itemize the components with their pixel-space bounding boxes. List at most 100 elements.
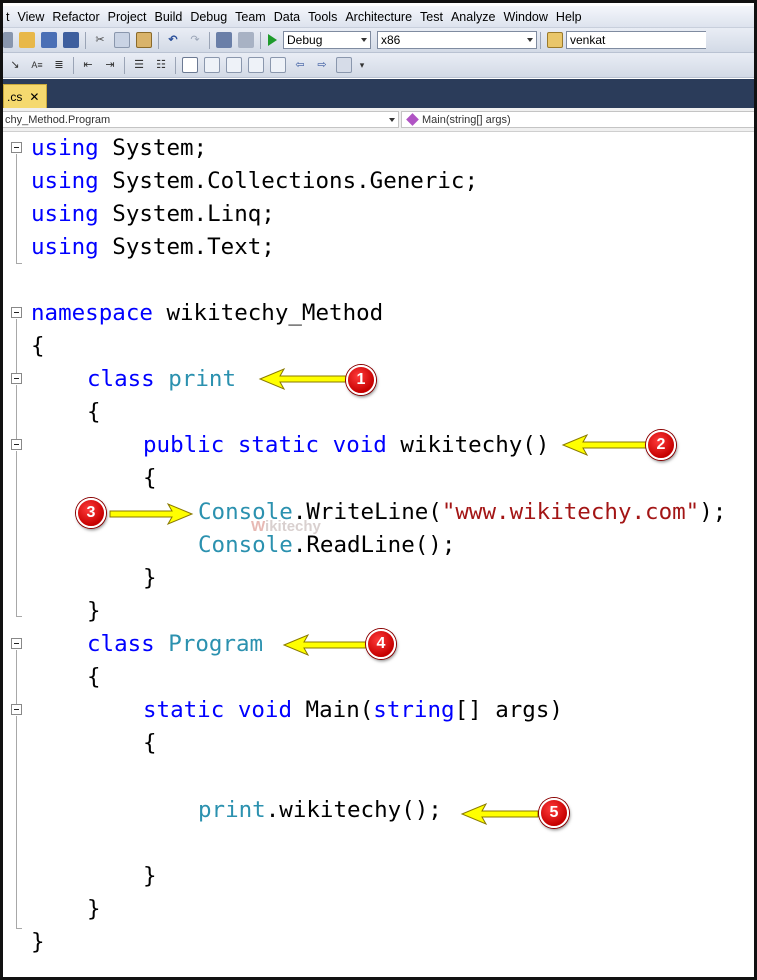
member-list-icon[interactable]: ↘: [10, 58, 20, 71]
method-readline: .ReadLine();: [292, 532, 456, 558]
code-line-class-program: class Program: [87, 628, 263, 661]
code-line-class-program-open-brace: {: [87, 661, 101, 694]
main-args: [] args): [454, 697, 563, 723]
increase-indent-icon[interactable]: ⇥: [105, 58, 115, 71]
start-debugging-icon[interactable]: [268, 34, 277, 46]
complete-word-icon[interactable]: ≣: [54, 58, 64, 71]
menu-item-architecture[interactable]: Architecture: [345, 9, 413, 24]
solution-platform-dropdown[interactable]: x86: [377, 31, 537, 49]
menu-item-edit[interactable]: t: [6, 9, 10, 24]
member-scope-dropdown[interactable]: Main(string[] args): [401, 111, 754, 128]
code-line-namespace: namespace wikitechy_Method: [31, 297, 383, 330]
collapse-method-main-icon[interactable]: [11, 704, 22, 715]
outline-guide: [16, 319, 17, 374]
menu-item-build[interactable]: Build: [154, 9, 183, 24]
outline-guide-end: [16, 263, 22, 264]
next-bookmark-icon[interactable]: [226, 57, 242, 73]
save-icon[interactable]: [41, 32, 57, 48]
keyword-static: static: [237, 432, 320, 458]
next-bookmark-folder-icon[interactable]: [270, 57, 286, 73]
keyword-public: public: [143, 432, 225, 458]
brace: {: [87, 399, 101, 425]
menu-item-refactor[interactable]: Refactor: [52, 9, 100, 24]
code-line-using-system: using System;: [31, 132, 207, 165]
previous-bookmark-document-icon[interactable]: ⇦: [295, 58, 305, 71]
quick-info-icon[interactable]: A≡: [31, 59, 43, 70]
document-tab-label: .cs: [7, 89, 23, 104]
navigation-bar: chy_Method.Program Main(string[] args): [3, 108, 754, 132]
menu-bar: t View Refactor Project Build Debug Team…: [3, 6, 754, 28]
code-line-class-program-close-brace: }: [87, 893, 101, 926]
decrease-indent-icon[interactable]: ⇤: [83, 58, 93, 71]
collapse-using-block-icon[interactable]: [11, 142, 22, 153]
annotation-arrow-4: [282, 633, 367, 657]
menu-item-debug[interactable]: Debug: [190, 9, 228, 24]
document-tab-program-cs[interactable]: .cs ✕: [3, 84, 47, 108]
menu-item-test[interactable]: Test: [420, 9, 443, 24]
code-line-namespace-open-brace: {: [31, 330, 45, 363]
redo-icon[interactable]: ↷: [190, 33, 200, 46]
brace: {: [87, 664, 101, 690]
save-all-icon[interactable]: [63, 32, 79, 48]
menu-item-analyze[interactable]: Analyze: [450, 9, 496, 24]
keyword-using: using: [31, 201, 99, 227]
code-line-using-collections: using System.Collections.Generic;: [31, 165, 478, 198]
namespace-name: wikitechy_Method: [152, 300, 384, 326]
menu-item-window[interactable]: Window: [503, 9, 548, 24]
collapse-method-wikitechy-icon[interactable]: [11, 439, 22, 450]
standard-toolbar: ✂ ↶ ↷ Debug x86 venkat: [3, 28, 754, 53]
uncomment-icon[interactable]: ☷: [156, 58, 166, 71]
type-console: Console: [198, 532, 293, 558]
collapse-namespace-icon[interactable]: [11, 307, 22, 318]
menu-item-view[interactable]: View: [17, 9, 45, 24]
type-scope-value: chy_Method.Program: [5, 113, 111, 126]
menu-item-data[interactable]: Data: [273, 9, 301, 24]
comment-out-icon[interactable]: ☰: [134, 58, 144, 71]
namespace-ref: System.Linq;: [98, 201, 275, 227]
brace: {: [31, 333, 45, 359]
menu-item-team[interactable]: Team: [235, 9, 266, 24]
toggle-bookmark-icon[interactable]: [182, 57, 198, 73]
annotation-arrow-3: [109, 502, 194, 526]
cut-icon[interactable]: ✂: [95, 33, 105, 46]
copy-icon[interactable]: [114, 32, 130, 48]
code-line-readline: Console.ReadLine();: [198, 529, 455, 562]
navigate-backward-icon[interactable]: [216, 32, 232, 48]
solution-configuration-dropdown[interactable]: Debug: [283, 31, 371, 49]
collapse-class-program-icon[interactable]: [11, 638, 22, 649]
new-project-icon[interactable]: [3, 32, 13, 48]
keyword-using: using: [31, 168, 99, 194]
undo-icon[interactable]: ↶: [168, 33, 178, 46]
method-icon: [406, 113, 419, 126]
code-line-writeline: Console.WriteLine("www.wikitechy.com");: [198, 496, 726, 529]
type-scope-dropdown[interactable]: chy_Method.Program: [3, 111, 399, 128]
code-editor[interactable]: using System; using System.Collections.G…: [3, 132, 754, 977]
menu-item-project[interactable]: Project: [107, 9, 147, 24]
close-tab-icon[interactable]: ✕: [29, 89, 40, 104]
menu-item-tools[interactable]: Tools: [308, 9, 338, 24]
menu-item-help[interactable]: Help: [555, 9, 582, 24]
namespace-ref: System.Collections.Generic;: [98, 168, 479, 194]
open-folder-icon[interactable]: [19, 32, 35, 48]
find-in-files-icon[interactable]: [547, 32, 563, 48]
toolbar-separator: [540, 31, 541, 49]
code-line-method-call: print.wikitechy();: [198, 794, 442, 827]
outline-guide: [16, 154, 17, 264]
toolbar-overflow-icon[interactable]: ▾: [359, 59, 365, 70]
text-editor-toolbar: ↘ A≡ ≣ ⇤ ⇥ ☰ ☷ ⇦ ⇨ ▾: [3, 53, 754, 78]
method-writeline: .WriteLine(: [292, 499, 442, 525]
outline-guide: [16, 385, 17, 439]
paste-icon[interactable]: [136, 32, 152, 48]
brace: {: [143, 730, 157, 756]
find-combo-box[interactable]: venkat: [566, 31, 706, 49]
clear-bookmarks-icon[interactable]: [336, 57, 352, 73]
previous-bookmark-icon[interactable]: [204, 57, 220, 73]
solution-platform-value: x86: [381, 33, 401, 47]
collapse-class-print-icon[interactable]: [11, 373, 22, 384]
keyword-using: using: [31, 135, 99, 161]
code-line-main-open-brace: {: [143, 727, 157, 760]
previous-bookmark-folder-icon[interactable]: [248, 57, 264, 73]
next-bookmark-document-icon[interactable]: ⇨: [317, 58, 327, 71]
navigate-forward-icon[interactable]: [238, 32, 254, 48]
method-name-main: Main(: [292, 697, 374, 723]
